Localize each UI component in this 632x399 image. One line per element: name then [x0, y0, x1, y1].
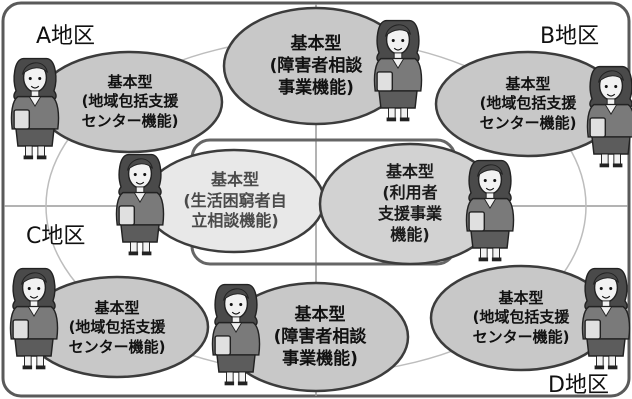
node-c: 基本型 (地域包括支援 センター機能)	[28, 280, 206, 376]
district-label-b: B地区	[540, 24, 600, 49]
node-a: 基本型 (地域包括支援 センター機能)	[40, 54, 220, 150]
node-c-label: 基本型 (地域包括支援 センター機能)	[68, 298, 166, 356]
district-label-d: D地区	[548, 373, 609, 398]
node-bottom-center: 基本型 (障害者相談 事業機能)	[230, 284, 410, 390]
node-bottom-center-label: 基本型 (障害者相談 事業機能)	[273, 304, 367, 370]
node-a-label: 基本型 (地域包括支援 センター機能)	[81, 72, 179, 130]
node-d: 基本型 (地域包括支援 センター機能)	[432, 268, 610, 368]
node-top-center: 基本型 (障害者相談 事業機能)	[226, 10, 406, 122]
district-label-c: C地区	[26, 224, 86, 249]
node-center-left: 基本型 (生活困窮者自 立相談機能)	[150, 152, 320, 250]
node-center-left-label: 基本型 (生活困窮者自 立相談機能)	[183, 169, 287, 231]
node-center-right: 基本型 (利用者 支援事業 機能)	[330, 146, 490, 262]
node-b-label: 基本型 (地域包括支援 センター機能)	[479, 74, 577, 132]
node-top-center-label: 基本型 (障害者相談 事業機能)	[269, 33, 363, 99]
node-b: 基本型 (地域包括支援 センター機能)	[440, 54, 616, 154]
node-d-label: 基本型 (地域包括支援 センター機能)	[472, 288, 570, 346]
district-label-a: A地区	[36, 24, 96, 49]
node-center-right-label: 基本型 (利用者 支援事業 機能)	[377, 162, 442, 244]
